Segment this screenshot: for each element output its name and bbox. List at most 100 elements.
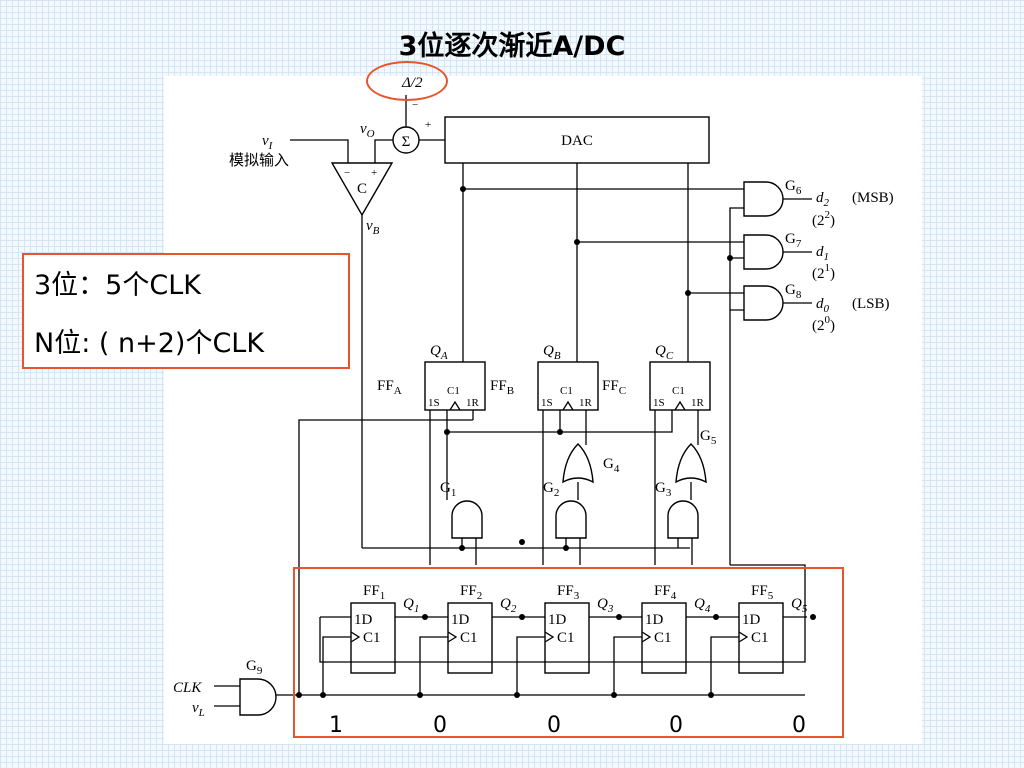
dac-block bbox=[444, 116, 710, 164]
svg-text:C1: C1 bbox=[672, 385, 685, 397]
junction-dot bbox=[727, 255, 733, 261]
junction-dot bbox=[713, 614, 719, 620]
svg-text:1R: 1R bbox=[691, 397, 705, 409]
vo-label: vO bbox=[360, 121, 375, 140]
g8-label: G8 bbox=[785, 282, 802, 301]
shift-q-label: Q1 bbox=[403, 596, 419, 615]
junction-dot bbox=[519, 539, 525, 545]
gate-g5 bbox=[675, 443, 707, 484]
g6-label: G6 bbox=[785, 178, 802, 197]
clk-wire bbox=[516, 636, 545, 695]
shift-ff-label: FF2 bbox=[460, 583, 482, 602]
dac-label: DAC bbox=[561, 133, 593, 149]
threshold-sign: − bbox=[412, 99, 418, 111]
clk-bus-c bbox=[560, 410, 673, 433]
comp-minus: − bbox=[344, 167, 350, 179]
svg-text:1D: 1D bbox=[548, 612, 567, 628]
g4-label: G4 bbox=[603, 456, 620, 475]
svg-text:C1: C1 bbox=[460, 630, 478, 646]
svg-text:C1: C1 bbox=[654, 630, 672, 646]
clk-wire bbox=[419, 636, 448, 695]
g6-g7-enable bbox=[729, 207, 744, 259]
msb-tag: (MSB) bbox=[852, 190, 894, 206]
junction-dot bbox=[810, 614, 816, 620]
junction-dot bbox=[460, 186, 466, 192]
vo-wire bbox=[374, 139, 393, 163]
gate-g1 bbox=[451, 500, 483, 539]
bit-value: 1 bbox=[329, 713, 343, 738]
junction-dot bbox=[296, 692, 302, 698]
note-line-2: N位: ( n+2)个CLK bbox=[34, 328, 265, 359]
junction-dot bbox=[459, 545, 465, 551]
g1-label: G1 bbox=[440, 480, 456, 499]
lsb-tag: (LSB) bbox=[852, 296, 890, 312]
svg-text:1S: 1S bbox=[428, 397, 440, 409]
d0-weight: (20) bbox=[812, 314, 835, 334]
output-gate-g7 bbox=[743, 234, 812, 270]
sum-plus: + bbox=[425, 119, 431, 131]
clk-wire bbox=[710, 636, 739, 695]
ffc-label: FFC bbox=[602, 378, 626, 397]
svg-text:1R: 1R bbox=[466, 397, 480, 409]
svg-text:C1: C1 bbox=[557, 630, 575, 646]
slide-title: 3位逐次渐近A/DC bbox=[398, 31, 626, 62]
vi-var: vI bbox=[262, 133, 274, 152]
g8-enable bbox=[729, 258, 744, 311]
g2-label: G2 bbox=[543, 480, 559, 499]
junction-dot bbox=[574, 239, 580, 245]
svg-text:C1: C1 bbox=[363, 630, 381, 646]
clk-wire bbox=[613, 636, 642, 695]
threshold-highlight bbox=[366, 61, 448, 101]
svg-text:C1: C1 bbox=[751, 630, 769, 646]
sum-symbol: Σ bbox=[402, 134, 411, 150]
svg-text:C1: C1 bbox=[560, 385, 573, 397]
svg-text:1D: 1D bbox=[451, 612, 470, 628]
shift-ff-label: FF4 bbox=[654, 583, 677, 602]
clk-wire bbox=[322, 636, 351, 695]
clk-label: CLK bbox=[173, 680, 202, 696]
vi-wire bbox=[290, 139, 349, 163]
d2-label: d2 bbox=[816, 190, 830, 209]
svg-text:1S: 1S bbox=[541, 397, 553, 409]
output-gate-g8 bbox=[743, 285, 812, 321]
shift-ff-label: FF5 bbox=[751, 583, 774, 602]
output-gate-g6 bbox=[743, 181, 812, 217]
svg-text:1R: 1R bbox=[579, 397, 593, 409]
shift-q-label: Q2 bbox=[500, 596, 517, 615]
junction-dot bbox=[563, 545, 569, 551]
svg-text:1D: 1D bbox=[645, 612, 664, 628]
shift-ff-label: FF3 bbox=[557, 583, 580, 602]
gate-g3 bbox=[667, 500, 699, 539]
note-line-1: 3位：5个CLK bbox=[34, 270, 201, 301]
gate-g2 bbox=[555, 500, 587, 539]
g3-label: G3 bbox=[655, 480, 672, 499]
d1-weight: (21) bbox=[812, 262, 835, 282]
shift-ff-label: FF1 bbox=[363, 583, 385, 602]
shift-q-label: Q3 bbox=[597, 596, 614, 615]
ff-b: 1S C1 1R bbox=[537, 361, 599, 411]
qb-label: QB bbox=[543, 343, 561, 362]
q5-feedback bbox=[730, 564, 806, 617]
bit-value: 0 bbox=[433, 713, 447, 738]
comparator bbox=[330, 162, 394, 217]
shift-q-label: Q4 bbox=[694, 596, 711, 615]
analog-input-label: 模拟输入 bbox=[229, 151, 289, 169]
bit-value: 0 bbox=[669, 713, 683, 738]
svg-text:1D: 1D bbox=[354, 612, 373, 628]
g9-label: G9 bbox=[246, 658, 263, 677]
ring-feedback bbox=[319, 617, 806, 663]
qa-label: QA bbox=[430, 343, 448, 362]
d2-weight: (22) bbox=[812, 209, 835, 229]
qc-label: QC bbox=[655, 343, 674, 362]
junction-dot bbox=[557, 429, 563, 435]
bit-value: 0 bbox=[792, 713, 806, 738]
vb-label: vB bbox=[366, 218, 380, 237]
svg-text:C1: C1 bbox=[447, 385, 460, 397]
junction-dot bbox=[616, 614, 622, 620]
